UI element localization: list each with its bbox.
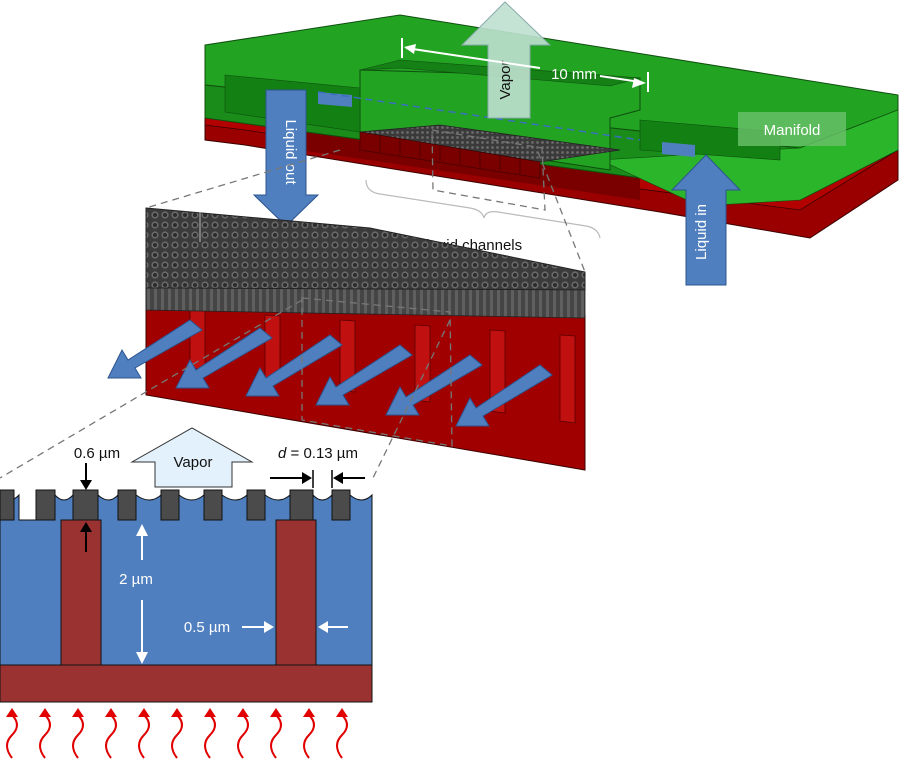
- flow-path-dashed: [317, 91, 641, 141]
- liquid-in-label: Liquid in: [693, 204, 710, 260]
- manifold-label-box: Manifold: [738, 112, 846, 146]
- heat-flux-arrowheads: [6, 708, 348, 717]
- rib-width-dimension: 0.5 µm: [184, 619, 348, 636]
- liquid-out-arrow: Liquid out: [252, 89, 320, 227]
- cross-section: Vapor 0.6 µm d = 0.13 µm 2 µm: [0, 427, 373, 759]
- enlarged-membrane-top: [145, 207, 586, 291]
- enlarged-channel-ribs: [189, 309, 576, 424]
- vapor-arrow-bottom: Vapor: [130, 427, 254, 488]
- zoom-guides-top: [145, 129, 586, 273]
- vapor-top-label: Vapor: [497, 61, 514, 100]
- rib-width-label: 0.5 µm: [184, 619, 230, 636]
- manifold-label: Manifold: [764, 122, 821, 139]
- vapor-arrow-top: Vapor: [460, 1, 552, 119]
- membrane-posts: [0, 489, 351, 521]
- channel-height-label: 2 µm: [119, 571, 153, 588]
- membrane-thickness-label: 0.6 µm: [74, 445, 120, 462]
- dimension-10mm-label: 10 mm: [551, 66, 597, 83]
- zoom-guides-middle: [0, 297, 453, 481]
- dimension-10mm: 10 mm: [401, 38, 649, 92]
- device-assembly: [204, 14, 899, 239]
- enlarged-flow-arrows: [107, 319, 553, 427]
- heat-flux-arrows: [6, 714, 348, 759]
- vapor-bottom-label: Vapor: [174, 454, 213, 471]
- pore-diameter-label: d = 0.13 µm: [278, 445, 358, 462]
- pore-diameter-arrows: [270, 470, 365, 488]
- chip-channel-ribs: [379, 136, 521, 174]
- substrate-bottom: [0, 664, 373, 703]
- liquid-out-label: Liquid out: [282, 119, 299, 185]
- liquid-in-arrow: Liquid in: [670, 154, 742, 286]
- liquid-port-right: [662, 142, 695, 157]
- thickness-arrows: [80, 463, 92, 552]
- enlarged-membrane-edge: [145, 287, 586, 319]
- rib-left: [60, 519, 102, 666]
- rib-right: [275, 519, 317, 666]
- channel-height-dimension: 2 µm: [119, 524, 153, 664]
- enlarged-chip-block: [107, 207, 586, 471]
